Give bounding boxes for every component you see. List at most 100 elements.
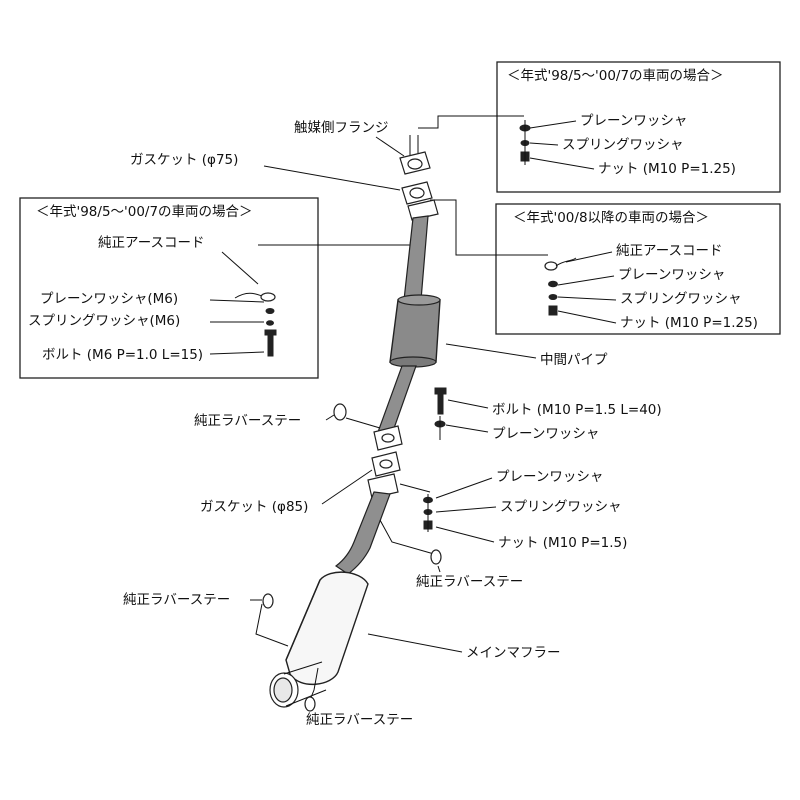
rubber-stay-3-group [255, 593, 289, 647]
inset-box-top-right-frame [496, 61, 781, 193]
bolt-m6-head-icon [264, 329, 277, 336]
middle-pipe-leader [445, 343, 537, 359]
rubber-stay-3-label: 純正ラバーステー [123, 592, 230, 608]
inset-top-right-plain-washer-label: プレーンワッシャ [580, 113, 687, 129]
middle-pipe-front-section [403, 215, 429, 301]
catalyst-flange-label: 触媒側フランジ [294, 120, 389, 136]
bolt-m10-group [434, 387, 447, 440]
catalyst-flange-leader [375, 136, 405, 157]
plain-washer-1-label: プレーンワッシャ [492, 426, 599, 442]
middle-pipe-resonator [389, 299, 441, 363]
inset-box-mid-right-title: ＜年式'00/8以降の車両の場合＞ [513, 210, 709, 226]
middle-pipe-rear-flange-hole [381, 433, 395, 443]
gasket-75-hole [409, 187, 425, 199]
inset-top-right-plain-washer-leader [529, 120, 577, 129]
rubber-stay-4-icon [304, 696, 316, 712]
middle-pipe-group [373, 199, 441, 451]
inset-left-spring-washer-label: スプリングワッシャ(M6) [28, 313, 180, 329]
inset-box-top-right-title: ＜年式'98/5～'00/7の車両の場合＞ [507, 68, 724, 84]
inset-box-top-right: ＜年式'98/5～'00/7の車両の場合＞ プレーンワッシャ スプリングワッシャ… [496, 61, 781, 193]
plain-washer-1-leader [445, 424, 489, 433]
inset-mid-right-spring-washer-leader [557, 296, 617, 301]
inset-box-left: ＜年式'98/5～'00/7の車両の場合＞ 純正アースコード プレーンワッシャ(… [19, 197, 319, 379]
inset-left-earth-cord-leader [221, 251, 259, 285]
bolt-m10-icon [437, 391, 444, 415]
bolt-m10-label: ボルト (M10 P=1.5 L=40) [492, 402, 662, 418]
inset-left-bolt-label: ボルト (M6 P=1.0 L=15) [42, 347, 203, 363]
gasket-85-label: ガスケット (φ85) [200, 499, 308, 515]
rubber-stay-3-bracket [255, 603, 289, 647]
rubber-stay-2-label: 純正ラバーステー [416, 574, 523, 590]
main-muffler-body [285, 571, 369, 686]
gasket-85-group [367, 451, 401, 499]
inset-mid-right-earth-cord-leader [565, 251, 613, 263]
inset-box-mid-right: ＜年式'00/8以降の車両の場合＞ 純正アースコード プレーンワッシャ スプリン… [495, 203, 781, 335]
plain-washer-icon-mid-right [548, 280, 558, 288]
rubber-stay-1-label: 純正ラバーステー [194, 413, 301, 429]
rubber-stay-1-bracket [345, 417, 381, 429]
inset-top-right-connector [418, 115, 524, 129]
rubber-stay-2-group [379, 519, 442, 565]
nut-m10-label: ナット (M10 P=1.5) [498, 535, 627, 551]
catalyst-flange-group [399, 135, 433, 205]
main-muffler-leader [367, 633, 463, 653]
earth-cord-terminal-left [260, 292, 276, 302]
earth-cord-terminal-mid-right [544, 261, 558, 271]
inset-left-bolt-leader [209, 351, 265, 355]
inset-left-plain-washer-leader [209, 299, 265, 303]
middle-pipe-flange-icon [407, 199, 439, 221]
inset-mid-right-nut-leader [557, 310, 617, 324]
resonator-top-cap [397, 294, 441, 306]
inset-left-earth-cord-label: 純正アースコード [98, 235, 205, 251]
spring-washer-icon-mid-right [548, 294, 558, 300]
bolt-m10-head-icon [434, 387, 447, 395]
inset-top-right-spring-washer-label: スプリングワッシャ [562, 137, 684, 153]
rubber-stay-2-icon [430, 549, 442, 565]
rubber-stay-4-label: 純正ラバーステー [306, 712, 413, 728]
inset-top-right-spring-washer-leader [529, 142, 559, 146]
main-muffler-label: メインマフラー [466, 645, 561, 661]
lower-stud-line [399, 483, 431, 493]
rubber-stay-1-group [333, 403, 381, 429]
inset-top-right-nut-leader [529, 157, 595, 170]
gasket-75-label: ガスケット (φ75) [130, 152, 238, 168]
tail-lower-edge [285, 689, 327, 707]
gasket-75-leader [263, 165, 401, 191]
inset-box-mid-right-frame [495, 203, 781, 335]
rubber-stay-4-group [304, 667, 319, 712]
plain-washer-m6-icon [265, 308, 275, 314]
inset-mid-right-plain-washer-leader [557, 275, 615, 286]
plain-washer-2-label: プレーンワッシャ [496, 469, 603, 485]
rubber-stay-1-icon [333, 403, 347, 421]
rubber-stay-1-leader [325, 414, 335, 421]
spring-washer-leader [435, 506, 497, 513]
inset-mid-right-earth-cord-label: 純正アースコード [616, 243, 723, 259]
catalyst-flange-hole [407, 158, 423, 170]
middle-pipe-label: 中間パイプ [540, 352, 608, 368]
nut-icon-mid-right [548, 305, 558, 316]
rubber-stay-2-leader [437, 565, 441, 573]
gasket-85-hole [379, 459, 393, 469]
inset-mid-right-connector [430, 199, 548, 256]
main-muffler-edge [285, 579, 321, 661]
gasket-85-leader [321, 469, 373, 505]
earth-cord-wire-mid-right [555, 257, 577, 267]
nut-m10-leader [435, 526, 495, 543]
spring-washer-label: スプリングワッシャ [500, 499, 622, 515]
inset-top-right-nut-label: ナット (M10 P=1.25) [598, 161, 736, 177]
inset-box-left-title: ＜年式'98/5～'00/7の車両の場合＞ [36, 204, 253, 220]
earth-cord-wire-left [234, 292, 263, 299]
spring-washer-m6-icon [266, 320, 274, 326]
inset-mid-right-nut-label: ナット (M10 P=1.25) [620, 315, 758, 331]
inset-left-plain-washer-label: プレーンワッシャ(M6) [40, 291, 178, 307]
plain-washer-2-leader [435, 477, 493, 499]
rubber-stay-2-bracket [379, 519, 435, 555]
inset-mid-right-plain-washer-label: プレーンワッシャ [618, 267, 725, 283]
main-muffler-group [269, 491, 391, 708]
bolt-m6-icon [267, 333, 274, 357]
main-muffler-inlet-pipe [334, 491, 391, 575]
middle-pipe-rear-section [377, 365, 417, 435]
bolt-m10-leader [447, 399, 489, 409]
